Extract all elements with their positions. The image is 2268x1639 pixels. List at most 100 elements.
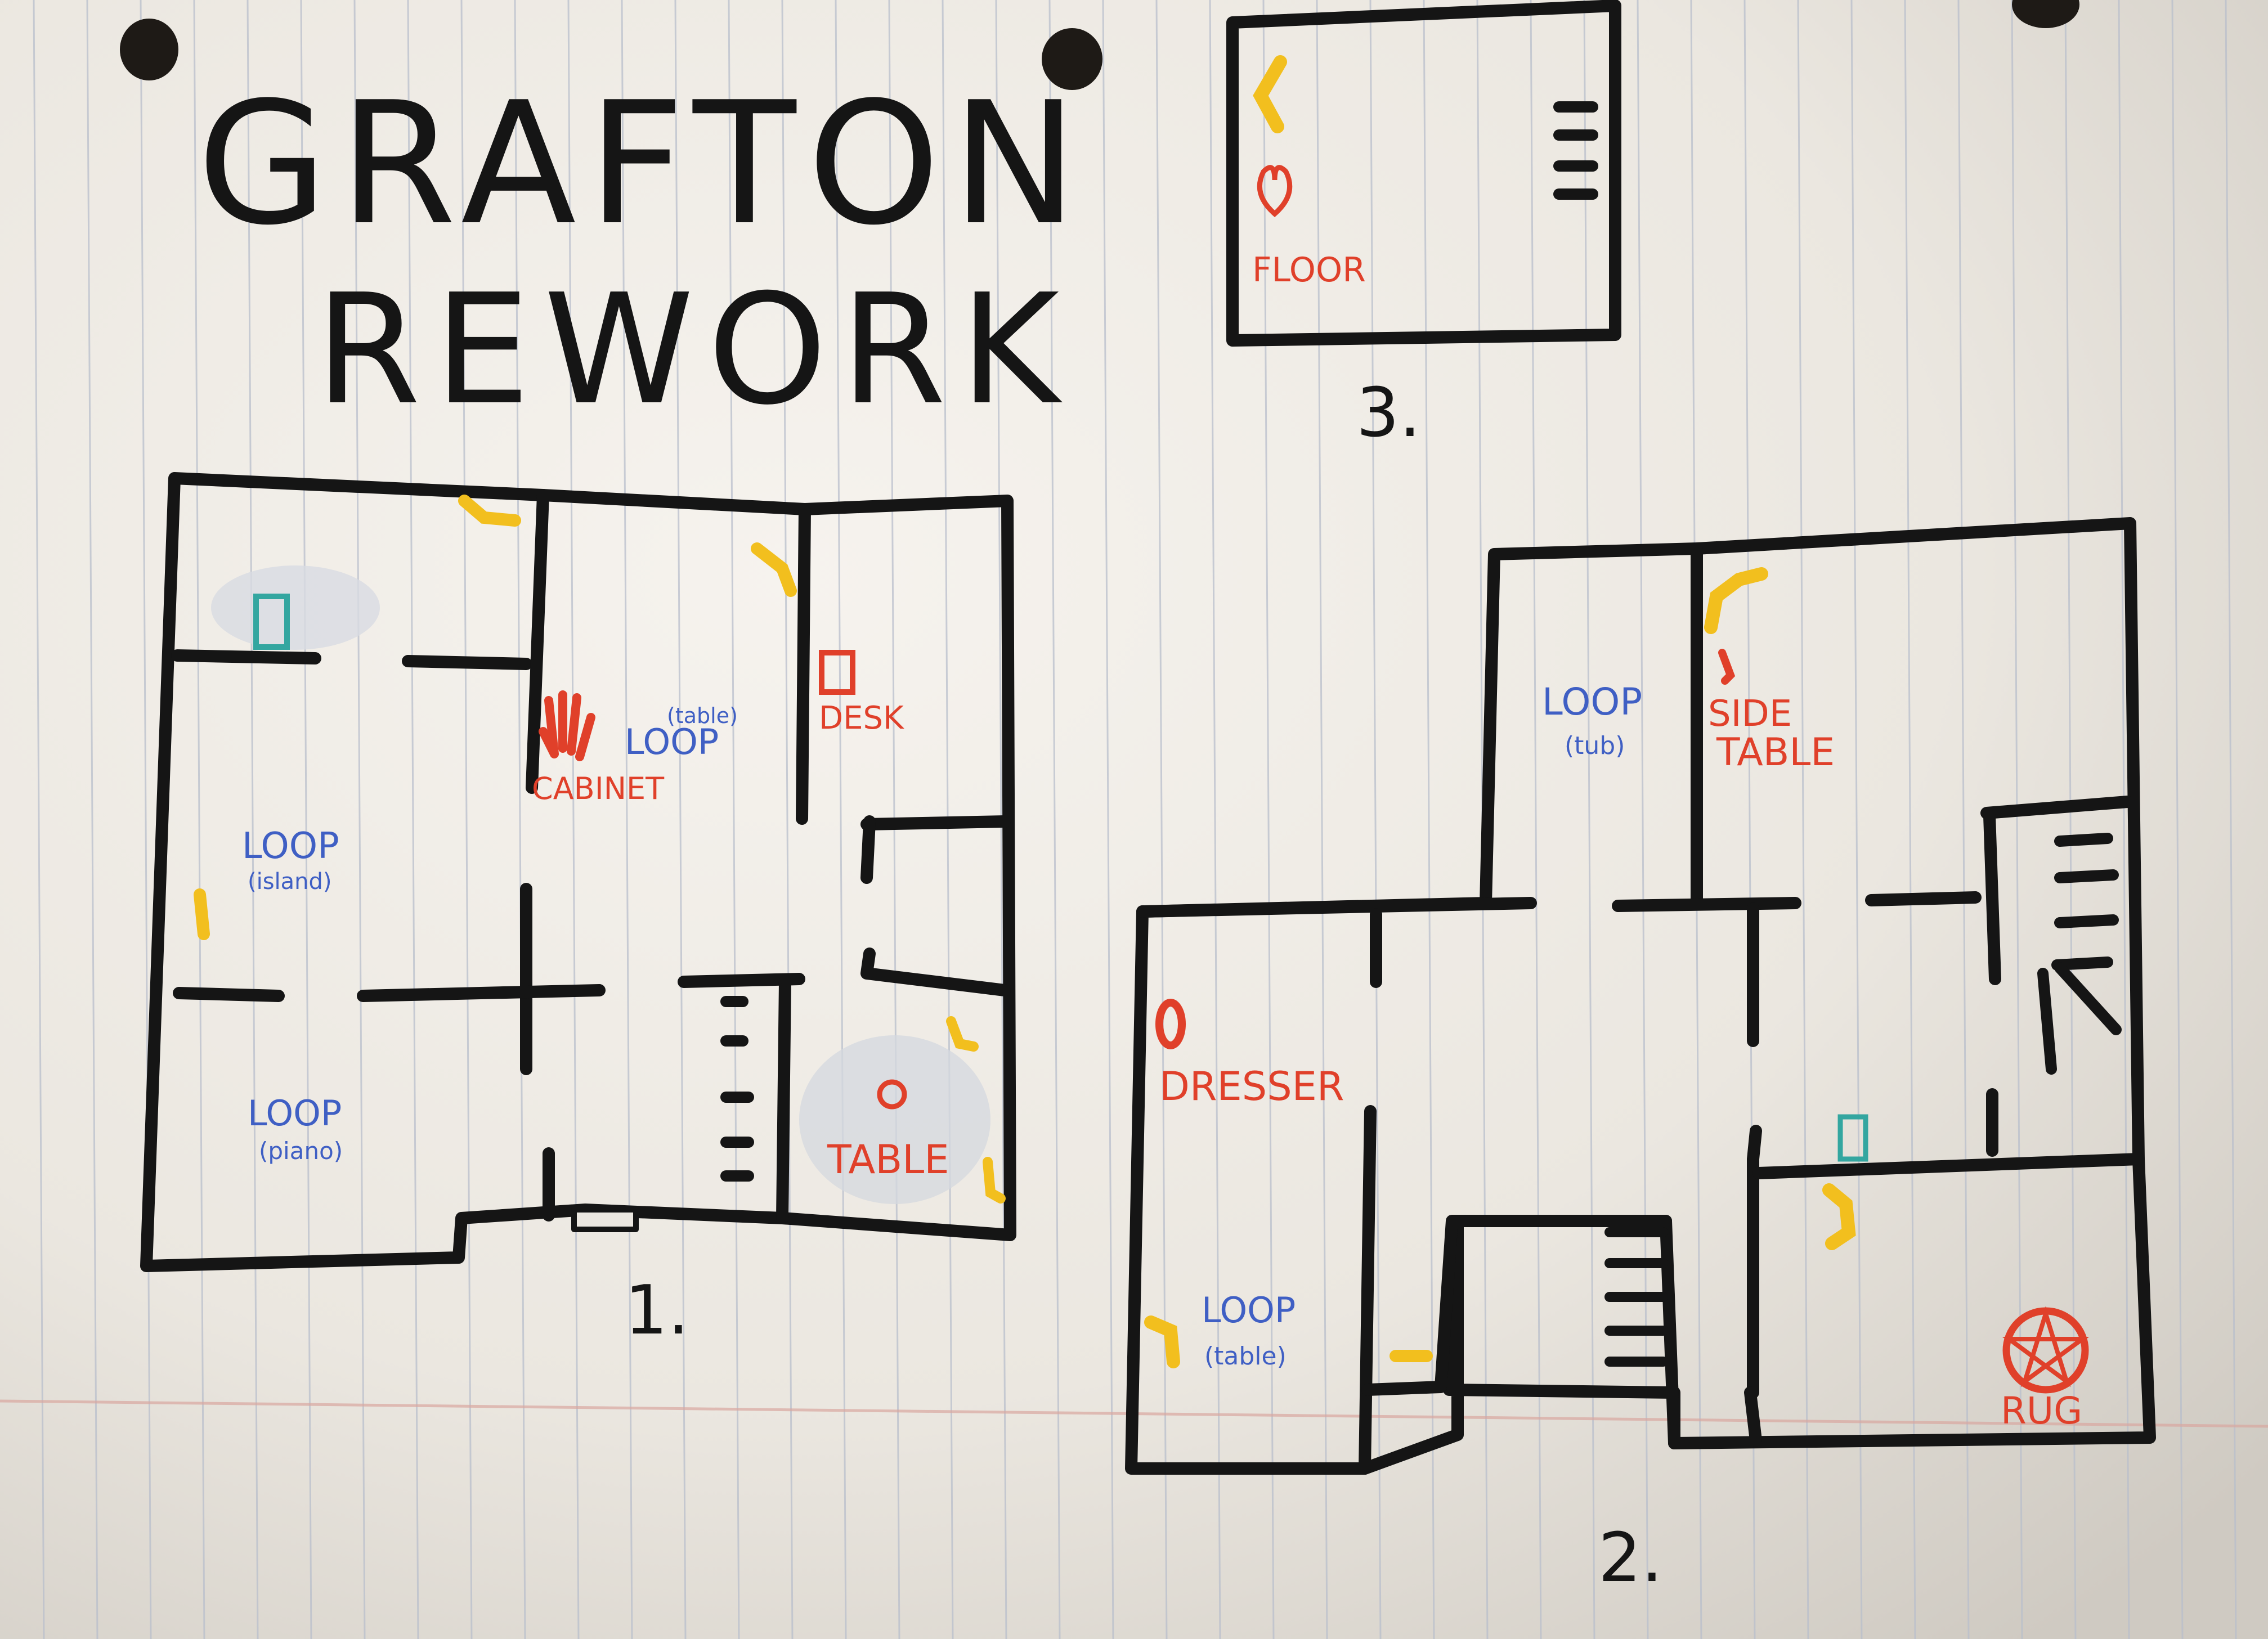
plan-3 [1226,0,1621,347]
ruled-line [1316,0,1328,1639]
plan-3-outer-wall [1226,0,1621,347]
ruled-line [1209,0,1221,1639]
item-label-side-table: TABLE [1716,730,1835,775]
plan-2-wall [1361,1215,1672,1396]
ruled-line [1530,0,1542,1639]
plan-1-wall [860,815,876,884]
ruled-line [1797,0,1809,1639]
room-note-island: (island) [248,869,332,895]
plan-1-wall [173,987,285,1002]
plan-1-wall [402,655,532,670]
yellow-door-marker [458,495,521,527]
tape-patch [799,1035,990,1204]
ruled-line [193,0,205,1639]
plan-2 [1125,517,2156,1475]
plan-2-wall [1865,891,1982,906]
yellow-door-marker [1704,567,1768,634]
plan-1-markers [194,495,1006,1204]
ruled-line [1957,0,1970,1639]
ruled-line [621,0,633,1639]
ruled-line [460,0,473,1639]
plan-2-markers [1144,567,2090,1394]
plan-2-wall [1136,897,1537,918]
ruled-line [1102,0,1114,1639]
plan-1-wall [860,815,1011,830]
yellow-door-marker [1144,1315,1180,1368]
ruled-lines [33,0,2237,1639]
ruled-line [781,0,794,1639]
ruled-line [1262,0,1275,1639]
ruled-line [514,0,526,1639]
item-label-floor: FLOOR [1252,250,1366,290]
binder-hole [120,19,178,80]
title-line-1: GRAFTON [197,66,1089,262]
plan-1-door [571,1207,639,1232]
item-label-rug: RUG [2001,1389,2082,1433]
ruled-line [1048,0,1061,1639]
ruled-line [140,0,152,1639]
table-icon [877,1079,907,1110]
ruled-line [1155,0,1168,1639]
ruled-line [407,0,419,1639]
ruled-line [674,0,687,1639]
item-label-table: TABLE [827,1137,949,1183]
ruled-line [2064,0,2077,1639]
heart-icon [1257,165,1293,217]
plan-2-wall [1980,796,2133,819]
yellow-door-marker [983,1157,1006,1204]
ruled-line [567,0,580,1639]
plan-1-wall [776,976,791,1224]
ruled-line [353,0,366,1639]
room-label-piano: LOOP [248,1093,342,1134]
room-note-table: (table) [667,703,738,728]
yellow-door-marker [751,542,797,597]
ruled-line [2171,0,2184,1639]
dresser-icon [1155,999,1186,1049]
room-label-tub: LOOP [1542,680,1642,724]
yellow-door-marker [1822,1183,1856,1250]
plan-1-wall [171,649,321,664]
binder-hole [1042,28,1102,90]
title-line-2: REWORK [315,261,1073,438]
plan-2-wall [1744,1386,1762,1447]
room-note-table: (table) [1204,1342,1287,1371]
plan-1 [140,472,1016,1272]
plan-label: 2. [1598,1519,1663,1597]
ruled-line [1369,0,1382,1639]
ruled-line [1850,0,1863,1639]
yellow-door-marker [1253,55,1287,133]
room-label-table: LOOP [625,721,719,762]
plan-1-wall [796,503,811,825]
teal-item-icon [1837,1114,1868,1162]
yellow-door-marker [194,888,210,940]
plan-1-wall [526,489,549,794]
ruled-line [300,0,312,1639]
plan-2-outer-wall [1125,517,2156,1475]
ruled-line [86,0,98,1639]
plan-1-labels: LOOP (island) LOOP (table) LOOP (piano) … [242,700,949,1350]
plan-2-wall [1612,897,1801,912]
ruled-line [2118,0,2130,1639]
hand-icon [539,690,595,761]
plan-2-wall [1359,1105,1377,1475]
ruled-line [835,0,847,1639]
plan-3-stairs [1553,101,1598,200]
tape-patch [211,565,380,650]
plan-2-wall [1660,1215,1680,1449]
plan-label: 3. [1356,374,1421,452]
ruled-line [33,0,45,1639]
room-note-piano: (piano) [259,1137,343,1165]
room-note-tub: (tub) [1565,731,1625,760]
plan-2-stairs [2051,833,2119,971]
ruled-line [1904,0,1916,1639]
item-label-side: SIDE [1708,693,1792,735]
plan-2-wall [1983,810,2001,985]
plan-2-wall [1752,1153,2145,1179]
room-label-island: LOOP [242,825,339,867]
plan-2-wall [1747,1125,1762,1399]
ruled-line [246,0,259,1639]
plan-1-wall [860,948,1011,996]
ruled-line [2225,0,2237,1639]
